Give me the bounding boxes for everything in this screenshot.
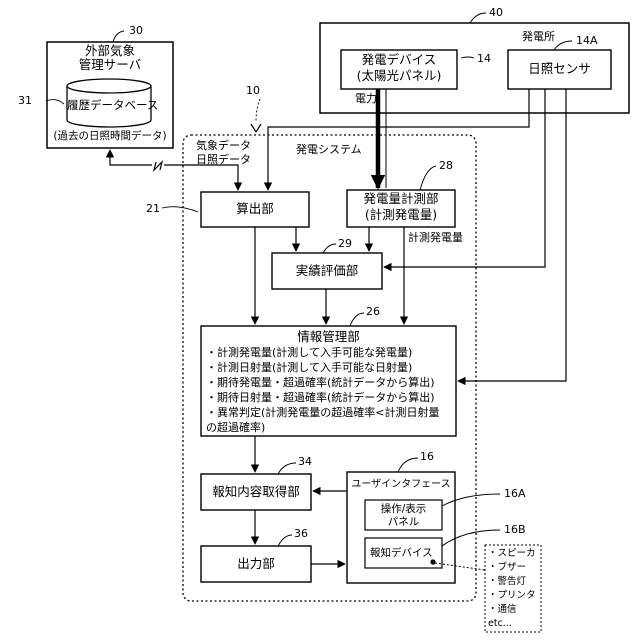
server-to-calc-link <box>110 150 152 165</box>
weather-data-label: 気象データ <box>196 139 251 153</box>
device-list-item: ・ブザー <box>488 561 536 575</box>
device-list-item: ・スピーカ <box>488 547 536 561</box>
info-item: ・異常判定(計測発電量の超過確率<計測日射量 <box>206 405 440 420</box>
device-list-item: ・警告灯 <box>488 575 536 589</box>
info-item: ・計測日射量(計測して入手可能な日射量) <box>206 360 440 375</box>
system-ref-number: 10 <box>246 84 260 98</box>
database-ref-number: 31 <box>18 94 32 108</box>
notify-device-label: 報知デバイス <box>370 546 433 560</box>
server-title-line1: 外部気象 <box>47 44 173 58</box>
server-ref-number: 30 <box>129 24 143 38</box>
info-item: ・期待日射量・超過確率(統計データから算出) <box>206 390 440 405</box>
plant-label: 発電所 <box>522 30 555 44</box>
ui-label: ユーザインタフェース <box>347 478 455 492</box>
output-label: 出力部 <box>201 557 311 571</box>
info-ref-number: 26 <box>366 305 380 319</box>
notify-acq-label: 報知内容取得部 <box>201 485 311 499</box>
notify-acq-ref-number: 34 <box>298 455 312 469</box>
database-label: 履歴データベース <box>67 98 151 112</box>
device-list-item: etc... <box>488 617 536 631</box>
panel-line2: パネル <box>365 515 442 529</box>
panel-line1: 操作/表示 <box>365 502 442 516</box>
measure-ref-number: 28 <box>439 159 453 173</box>
notify-device-ref-number: 16B <box>504 523 526 537</box>
sensor-ref-number: 14A <box>576 34 598 48</box>
power-label: 電力 <box>355 92 377 106</box>
sensor-label: 日照センサ <box>508 62 611 76</box>
power-device-line2: (太陽光パネル) <box>341 69 457 83</box>
eval-label: 実績評価部 <box>272 264 382 278</box>
calc-label: 算出部 <box>201 202 309 216</box>
measure-line2: (計測発電量) <box>347 208 455 222</box>
server-title-line2: 管理サーバ <box>47 58 173 72</box>
device-list-item: ・通信 <box>488 603 536 617</box>
plant-ref-number: 40 <box>489 6 503 20</box>
info-item: ・期待発電量・超過確率(統計データから算出) <box>206 375 440 390</box>
calc-ref-number: 21 <box>146 202 160 216</box>
info-item: の超過確率) <box>206 420 440 435</box>
info-title: 情報管理部 <box>201 330 456 344</box>
power-device-ref-number: 14 <box>477 52 491 66</box>
database-caption: (過去の日照時間データ) <box>47 129 173 143</box>
info-item: ・計測発電量(計測して入手可能な発電量) <box>206 345 440 360</box>
info-items-list: ・計測発電量(計測して入手可能な発電量) ・計測日射量(計測して入手可能な日射量… <box>206 345 440 435</box>
sunshine-data-label: 日照データ <box>196 153 251 167</box>
device-list-item: ・プリンタ <box>488 589 536 603</box>
measure-line1: 発電量計測部 <box>347 192 455 206</box>
ui-ref-number: 16 <box>420 450 434 464</box>
device-list: ・スピーカ ・ブザー ・警告灯 ・プリンタ ・通信 etc... <box>488 547 536 631</box>
power-device-line1: 発電デバイス <box>341 53 457 67</box>
output-ref-number: 36 <box>294 527 308 541</box>
panel-ref-number: 16A <box>504 487 526 501</box>
sensor-to-info-arrow <box>458 89 566 381</box>
system-label: 発電システム <box>296 143 362 157</box>
measure-output-label: 計測発電量 <box>408 231 463 245</box>
notification-device-dot <box>430 559 435 564</box>
eval-ref-number: 29 <box>338 237 352 251</box>
